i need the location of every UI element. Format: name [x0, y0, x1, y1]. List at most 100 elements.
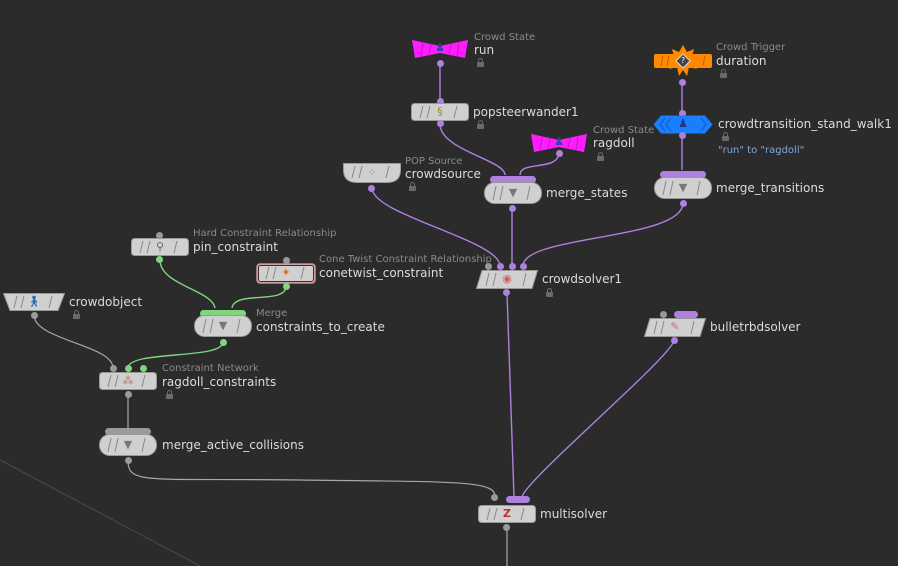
- output-connector[interactable]: [679, 132, 686, 139]
- node-body[interactable]: [343, 163, 401, 183]
- node-name[interactable]: duration: [716, 54, 767, 68]
- input-connector[interactable]: [491, 494, 498, 501]
- lock-icon[interactable]: [166, 390, 173, 399]
- output-connector[interactable]: [31, 312, 38, 319]
- input-connector[interactable]: [520, 263, 527, 270]
- node-body[interactable]: [654, 177, 712, 199]
- lock-icon[interactable]: [720, 69, 727, 78]
- output-connector[interactable]: [556, 150, 563, 157]
- wire-crowdobject-ragdoll_constraints[interactable]: [33, 314, 114, 369]
- object-node-shape[interactable]: [3, 293, 65, 311]
- wire-merge_transitions-crowdsolver1[interactable]: [522, 202, 684, 267]
- input-connector[interactable]: [679, 110, 686, 117]
- node-name[interactable]: popsteerwander1: [473, 105, 579, 119]
- output-connector[interactable]: [156, 256, 163, 263]
- node-name[interactable]: ragdoll_constraints: [162, 375, 277, 389]
- input-connector[interactable]: [437, 98, 444, 105]
- multisolver-icon: Z: [503, 507, 511, 520]
- crowd-transition-node-shape[interactable]: [653, 115, 713, 134]
- wire-popsteerwander1-merge_states[interactable]: [439, 123, 506, 176]
- node-name[interactable]: constraints_to_create: [256, 320, 385, 334]
- node-body[interactable]: [484, 182, 542, 204]
- crowd-trigger-node-shape[interactable]: [653, 44, 713, 78]
- node-type-label: Constraint Network: [162, 363, 259, 374]
- wire-ragdoll-merge_states[interactable]: [519, 151, 560, 176]
- node-name[interactable]: run: [474, 43, 495, 57]
- node-name[interactable]: merge_active_collisions: [162, 438, 304, 452]
- output-connector[interactable]: [437, 120, 444, 127]
- input-connector[interactable]: [485, 263, 492, 270]
- node-body-selected[interactable]: [256, 263, 316, 284]
- crowd-state-icon: ♟: [435, 41, 445, 54]
- node-name[interactable]: crowdsource: [405, 167, 481, 181]
- lock-icon[interactable]: [546, 288, 553, 297]
- node-body[interactable]: [478, 505, 536, 523]
- output-connector[interactable]: [509, 205, 516, 212]
- output-connector[interactable]: [220, 339, 227, 346]
- lock-icon[interactable]: [73, 310, 80, 319]
- crowd-state-node-shape[interactable]: [530, 132, 588, 154]
- output-connector[interactable]: [503, 524, 510, 531]
- input-connector[interactable]: [125, 365, 132, 372]
- node-type-label: Cone Twist Constraint Relationship: [319, 254, 492, 265]
- multi-input-connector[interactable]: [506, 496, 530, 503]
- output-connector[interactable]: [125, 391, 132, 398]
- node-name[interactable]: crowdsolver1: [542, 272, 623, 286]
- crowd-state-node-shape[interactable]: [411, 38, 469, 60]
- node-name[interactable]: crowdtransition_stand_walk1: [718, 117, 892, 131]
- lock-icon[interactable]: [477, 58, 484, 67]
- input-connector[interactable]: [156, 232, 163, 239]
- cone-twist-icon: ✦: [281, 266, 291, 279]
- wire-constraints_to_create-ragdoll_constraints[interactable]: [127, 341, 224, 369]
- node-body[interactable]: [131, 238, 189, 256]
- output-connector[interactable]: [368, 185, 375, 192]
- output-connector[interactable]: [679, 79, 686, 86]
- input-connector[interactable]: [140, 365, 147, 372]
- merge-funnel-icon: ▼: [508, 186, 518, 199]
- input-connector[interactable]: [660, 311, 667, 318]
- wire-pin-constraints_to_create[interactable]: [159, 259, 216, 309]
- multi-input-connector[interactable]: [105, 428, 151, 435]
- multi-input-connector[interactable]: [490, 176, 536, 183]
- crowd-object-icon: 🚶︎: [27, 295, 41, 308]
- input-connector[interactable]: [509, 263, 516, 270]
- node-name[interactable]: merge_transitions: [716, 181, 825, 195]
- wire-merge_active_collisions-multisolver[interactable]: [127, 460, 496, 497]
- wire-crowdsolver1-multisolver[interactable]: [506, 291, 515, 498]
- wire-bulletrbdsolver-multisolver[interactable]: [521, 339, 675, 498]
- lock-icon[interactable]: [597, 152, 604, 161]
- node-body[interactable]: [99, 434, 157, 456]
- wire-conetwist-constraints_to_create[interactable]: [231, 285, 287, 309]
- wire-crowdsource-crowdsolver1[interactable]: [371, 187, 501, 267]
- output-connector[interactable]: [503, 289, 510, 296]
- merge-funnel-icon: ▼: [123, 438, 133, 451]
- solver-node-shape[interactable]: [644, 318, 706, 337]
- node-name[interactable]: multisolver: [540, 507, 608, 521]
- output-connector[interactable]: [283, 283, 290, 290]
- solver-node-shape[interactable]: [476, 270, 538, 289]
- node-type-label: Merge: [256, 308, 288, 319]
- multi-input-connector[interactable]: [200, 310, 246, 317]
- multi-input-connector[interactable]: [674, 311, 698, 318]
- output-connector[interactable]: [671, 337, 678, 344]
- node-body[interactable]: [99, 372, 157, 390]
- lock-icon[interactable]: [477, 120, 484, 129]
- input-connector[interactable]: [497, 263, 504, 270]
- node-name[interactable]: pin_constraint: [193, 240, 278, 254]
- output-connector[interactable]: [680, 200, 687, 207]
- lock-icon[interactable]: [409, 182, 416, 191]
- constraint-network-icon: ⁂: [122, 374, 134, 387]
- output-connector[interactable]: [437, 60, 444, 67]
- output-connector[interactable]: [125, 457, 132, 464]
- multi-input-connector[interactable]: [660, 171, 706, 178]
- node-name[interactable]: merge_states: [546, 186, 628, 200]
- input-connector[interactable]: [110, 365, 117, 372]
- node-name[interactable]: ragdoll: [593, 136, 635, 150]
- node-name[interactable]: crowdobject: [69, 295, 143, 309]
- node-name[interactable]: bulletrbdsolver: [710, 320, 801, 334]
- input-connector[interactable]: [283, 257, 290, 264]
- node-body[interactable]: [194, 315, 252, 337]
- node-name[interactable]: conetwist_constraint: [319, 266, 444, 280]
- lock-icon[interactable]: [722, 132, 729, 141]
